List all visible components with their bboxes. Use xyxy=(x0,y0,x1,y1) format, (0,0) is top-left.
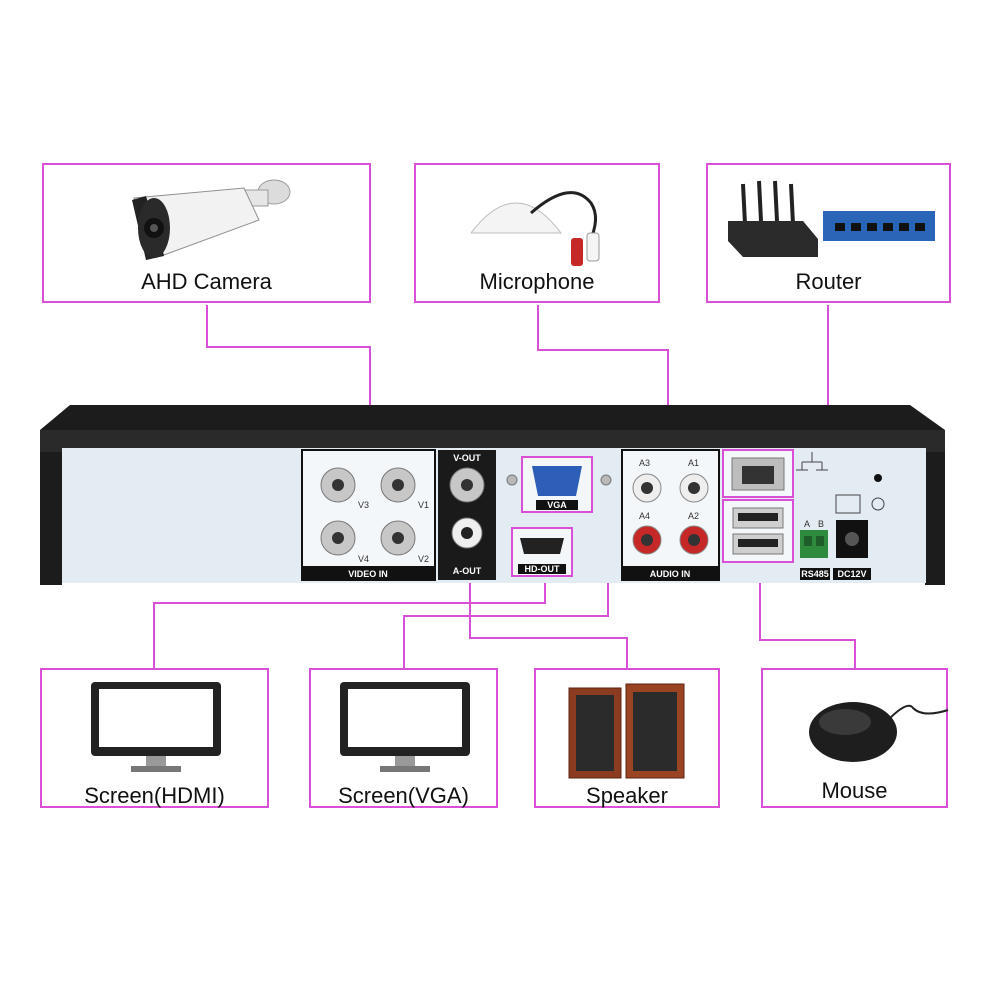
rs485-pin-b: B xyxy=(818,519,824,529)
speaker-icon xyxy=(564,680,694,780)
mouse-icon xyxy=(803,680,953,770)
camera-icon xyxy=(124,170,294,270)
device-box-mouse: Mouse xyxy=(761,668,948,808)
device-label: Microphone xyxy=(416,269,658,295)
av-out-group xyxy=(438,450,496,580)
device-box-microphone: Microphone xyxy=(414,163,660,303)
microphone-icon xyxy=(471,173,616,273)
device-label: Speaker xyxy=(536,783,718,809)
video-in-label: VIDEO IN xyxy=(348,569,388,579)
dc12v-label: DC12V xyxy=(837,569,866,579)
device-label: Router xyxy=(708,269,949,295)
rs485-pin-a: A xyxy=(804,519,810,529)
device-box-speaker: Speaker xyxy=(534,668,720,808)
port-label-v1: V1 xyxy=(418,500,429,510)
audio-in-label: AUDIO IN xyxy=(650,569,691,579)
a-out-label: A-OUT xyxy=(453,566,482,576)
device-box-router: Router xyxy=(706,163,951,303)
monitor-icon xyxy=(335,680,475,775)
vga-label: VGA xyxy=(547,500,567,510)
device-box-screen-hdmi: Screen(HDMI) xyxy=(40,668,269,808)
port-label-a3: A3 xyxy=(639,458,650,468)
device-box-ahd-camera: AHD Camera xyxy=(42,163,371,303)
device-label: Screen(HDMI) xyxy=(42,783,267,809)
audio-in-group xyxy=(622,450,719,580)
port-label-a4: A4 xyxy=(639,511,650,521)
port-label-v4: V4 xyxy=(358,554,369,564)
device-label: AHD Camera xyxy=(44,269,369,295)
router-icon xyxy=(723,179,938,269)
port-label-a1: A1 xyxy=(688,458,699,468)
v-out-label: V-OUT xyxy=(453,453,481,463)
dvr-rear-panel: VIDEO IN V3 V1 V4 V2 V-OUT A-OUT VGA HD-… xyxy=(40,400,950,590)
device-label: Mouse xyxy=(763,778,946,804)
device-label: Screen(VGA) xyxy=(311,783,496,809)
monitor-icon xyxy=(86,680,226,775)
port-label-a2: A2 xyxy=(688,511,699,521)
port-label-v3: V3 xyxy=(358,500,369,510)
port-label-v2: V2 xyxy=(418,554,429,564)
rs485-label: RS485 xyxy=(801,569,829,579)
speaker-connector xyxy=(470,578,627,668)
device-box-screen-vga: Screen(VGA) xyxy=(309,668,498,808)
hd-out-label: HD-OUT xyxy=(525,564,560,574)
hdmi-connector xyxy=(154,578,545,668)
